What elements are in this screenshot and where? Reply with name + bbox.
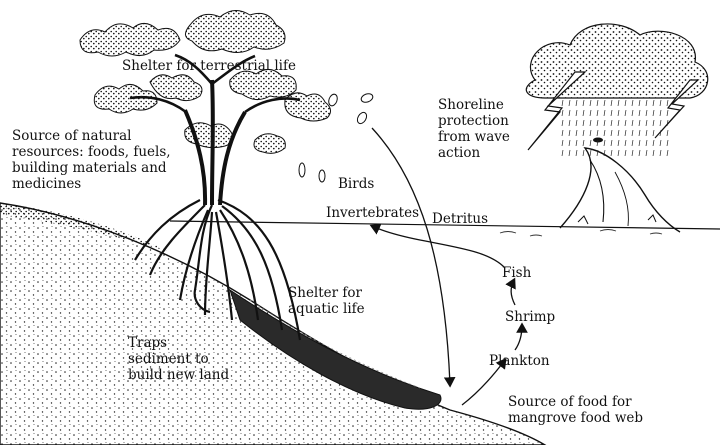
- natural-resources-label: Source of natural resources: foods, fuel…: [12, 128, 171, 192]
- leaf-fall-arrow: [372, 128, 450, 385]
- fish-to-invertebrates-arrow: [372, 226, 505, 268]
- shelter-aquatic-label: Shelter for aquatic life: [288, 285, 365, 317]
- birds-label: Birds: [338, 176, 374, 192]
- plankton-to-shrimp-arrow: [515, 325, 522, 350]
- traps-sediment-label: Traps sediment to build new land: [128, 335, 229, 383]
- invertebrates-label: Invertebrates: [326, 205, 419, 221]
- storm-cloud-icon: [526, 24, 707, 158]
- sloping-ground: [0, 203, 545, 445]
- food-source-label: Source of food for mangrove food web: [508, 394, 643, 426]
- detritus-label: Detritus: [432, 211, 488, 227]
- shrimp-label: Shrimp: [505, 309, 555, 325]
- fish-label: Fish: [502, 265, 531, 281]
- shelter-terrestrial-label: Shelter for terrestrial life: [122, 58, 296, 74]
- shoreline-protection-label: Shoreline protection from wave action: [438, 97, 510, 161]
- shrimp-to-fish-arrow: [511, 280, 515, 305]
- plankton-label: Plankton: [489, 353, 550, 369]
